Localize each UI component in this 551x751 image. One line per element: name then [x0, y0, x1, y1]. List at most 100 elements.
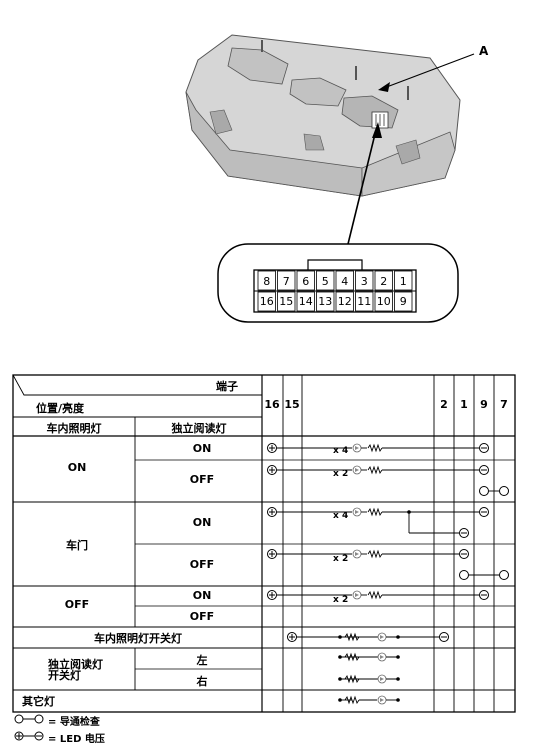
- connector-pin-1: 1: [399, 275, 407, 288]
- connector-pin-13: 13: [318, 295, 333, 308]
- circuit-symbols: [267, 443, 509, 705]
- minus-circle-icon: [479, 590, 489, 600]
- open-circle-icon: [499, 486, 509, 496]
- minus-circle-icon: [479, 443, 489, 453]
- connector-pin-cell: [257, 270, 276, 291]
- led-icon: [377, 632, 387, 642]
- connector-pin-cell: [335, 291, 354, 312]
- position-header: 位置/亮度: [36, 402, 85, 415]
- led-icon: [352, 443, 362, 453]
- minus-circle-icon: [479, 465, 489, 475]
- row-reading-switch-line1: 独立阅读灯: [48, 658, 103, 671]
- row-group-off: OFF: [64, 598, 90, 611]
- connector-pin-8: 8: [263, 275, 271, 288]
- minus-circle-icon: [479, 507, 489, 517]
- plus-circle-icon: [267, 465, 277, 475]
- connector-pin-cell: [277, 270, 296, 291]
- multiplier-row3: x 4: [333, 511, 349, 521]
- resistor-icon: [367, 508, 383, 516]
- connector-pin-cell: [355, 291, 374, 312]
- row-off-on: ON: [192, 589, 212, 602]
- terminal-2: 2: [440, 398, 448, 411]
- connector-pin-3: 3: [360, 275, 368, 288]
- row-door-on: ON: [192, 516, 212, 529]
- led-voltage-legend-icon: [14, 731, 44, 741]
- led-icon: [352, 465, 362, 475]
- connector-pin-cell: [374, 270, 393, 291]
- led-icon: [352, 507, 362, 517]
- led-icon: [352, 549, 362, 559]
- terminal-9: 9: [480, 398, 488, 411]
- terminal-1: 1: [460, 398, 468, 411]
- connector-pin-cell: [257, 291, 276, 312]
- resistor-icon: [367, 550, 383, 558]
- minus-circle-icon: [439, 632, 449, 642]
- led-icon: [377, 695, 387, 705]
- row-door-off: OFF: [189, 558, 215, 571]
- connector-pin-4: 4: [341, 275, 349, 288]
- plus-circle-icon: [267, 549, 277, 559]
- connector-pin-11: 11: [357, 295, 372, 308]
- connector-pin-cell: [374, 291, 393, 312]
- legend-continuity: = 导通检查: [48, 717, 100, 728]
- row-room-switch: 车内照明灯开关灯: [94, 632, 182, 645]
- connector-pin-cell: [316, 270, 335, 291]
- connector-pin-cell: [335, 270, 354, 291]
- reading-lamp-col-header: 独立阅读灯: [171, 422, 227, 435]
- connector-pin-cell: [277, 291, 296, 312]
- led-icon: [352, 590, 362, 600]
- connector-pin-cell: [355, 270, 374, 291]
- row-reading-left: 左: [196, 654, 208, 667]
- row-other-lamps: 其它灯: [22, 695, 55, 708]
- connector-pin-12: 12: [337, 295, 352, 308]
- connector-pin-cell: [394, 291, 413, 312]
- connector-pointer: [347, 122, 382, 245]
- connector-pin-grid: [257, 270, 413, 312]
- minus-circle-icon: [459, 549, 469, 559]
- multiplier-row1: x 4: [333, 446, 349, 456]
- resistor-icon: [367, 466, 383, 474]
- terminal-header: 端子: [216, 380, 238, 393]
- minus-circle-icon: [459, 528, 469, 538]
- open-circle-icon: [479, 486, 489, 496]
- inspection-table-grid: [12, 374, 516, 713]
- led-icon: [377, 674, 387, 684]
- multiplier-row4: x 2: [333, 554, 349, 564]
- led-icon: [377, 652, 387, 662]
- row-on-on: ON: [192, 442, 212, 455]
- row-reading-switch-line2: 开关灯: [48, 669, 81, 682]
- multiplier-row2: x 2: [333, 469, 349, 479]
- room-lamp-col-header: 车内照明灯: [46, 422, 102, 435]
- connector-pin-cell: [316, 291, 335, 312]
- connector-pin-5: 5: [321, 275, 329, 288]
- terminal-7: 7: [500, 398, 508, 411]
- console-unit-illustration: [185, 34, 461, 197]
- connector-pin-7: 7: [282, 275, 290, 288]
- continuity-legend-icon: [14, 714, 44, 724]
- callout-arrow: [378, 53, 475, 92]
- row-reading-right: 右: [196, 675, 208, 688]
- plus-circle-icon: [287, 632, 297, 642]
- open-circle-icon: [459, 570, 469, 580]
- plus-circle-icon: [267, 590, 277, 600]
- connector-pin-cell: [394, 270, 413, 291]
- connector-pin-15: 15: [279, 295, 294, 308]
- connector-pin-2: 2: [380, 275, 388, 288]
- terminal-16: 16: [264, 398, 280, 411]
- connector-pin-cell: [296, 291, 315, 312]
- connector-pin-9: 9: [399, 295, 407, 308]
- row-off-off: OFF: [189, 610, 215, 623]
- plus-circle-icon: [267, 443, 277, 453]
- row-group-door: 车门: [66, 539, 88, 552]
- plus-circle-icon: [267, 507, 277, 517]
- multiplier-row5: x 2: [333, 595, 349, 605]
- connector-pin-14: 14: [298, 295, 313, 308]
- callout-label-a: A: [479, 44, 489, 58]
- connector-pin-cell: [296, 270, 315, 291]
- row-group-on: ON: [67, 461, 87, 474]
- connector-pin-6: 6: [302, 275, 310, 288]
- open-circle-icon: [499, 570, 509, 580]
- row-on-off: OFF: [189, 473, 215, 486]
- resistor-icon: [367, 591, 383, 599]
